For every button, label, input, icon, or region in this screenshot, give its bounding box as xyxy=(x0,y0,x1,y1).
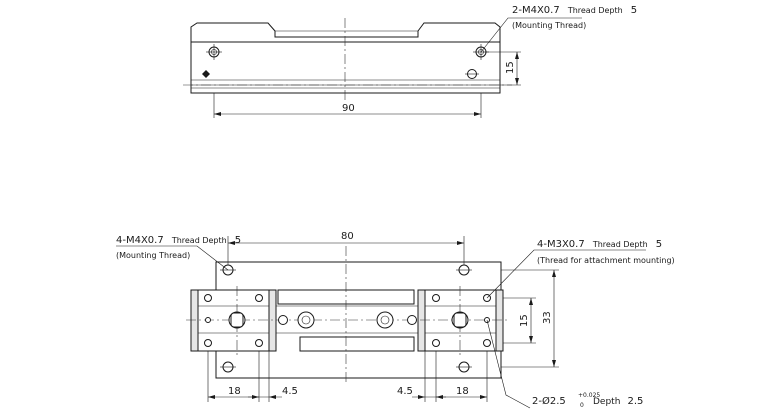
left-callout-depth-value: 5 xyxy=(235,235,241,246)
small-roller-right xyxy=(407,315,417,325)
right-carriage-hole-bl xyxy=(432,339,440,347)
left-carriage-pin-hole xyxy=(205,317,211,323)
pin-tol-lower: 0 xyxy=(580,402,584,409)
dim-33-arrow-bottom xyxy=(552,360,556,367)
dim-80-arrow-right xyxy=(457,241,464,245)
pin-callout-spec: 2-Ø2.5 xyxy=(532,395,566,407)
top-view-dim-15-text: 15 xyxy=(505,61,516,74)
bottom-dim-45-right-text: 4.5 xyxy=(397,386,413,397)
callout-depth-value: 5 xyxy=(631,5,637,16)
bottom-view-rollers xyxy=(228,311,469,329)
pin-callout-leader xyxy=(486,319,531,409)
dim-80-text: 80 xyxy=(341,231,354,242)
left-callout-thread-depth-label: Thread Depth xyxy=(171,236,227,245)
bottom-dim-45-left-text: 4.5 xyxy=(282,386,298,397)
top-view-dim-90-text: 90 xyxy=(342,103,355,114)
left-callout-line1: 4-M4X0.7 Thread Depth 5 xyxy=(116,228,241,247)
right-callout-thread-depth-label: Thread Depth xyxy=(592,240,648,249)
bottom-dim-18-right-arrow-r xyxy=(480,395,487,399)
top-view-callout-line1: 2-M4X0.7 Thread Depth 5 xyxy=(512,0,637,17)
top-view-dim-15-arrow-top xyxy=(515,52,519,59)
center-roller-right-inner xyxy=(380,315,390,325)
pin-callout-depth: Depth 2.5 xyxy=(593,389,643,408)
right-carriage-piston-slot xyxy=(453,312,467,328)
dim-33-arrow-top xyxy=(552,270,556,277)
top-view-diamond-marker xyxy=(202,70,210,78)
right-carriage-hole-tl xyxy=(432,294,440,302)
center-roller-right xyxy=(376,311,394,329)
pin-callout-depth-label: Depth xyxy=(593,397,620,407)
dim-15-text: 15 xyxy=(519,314,530,327)
right-callout-line2: (Thread for attachment mounting) xyxy=(537,256,675,265)
dim-33-text: 33 xyxy=(542,311,553,324)
left-carriage-hole-tr xyxy=(255,294,263,302)
center-roller-left-inner xyxy=(301,315,311,325)
dim-80-arrow-left xyxy=(228,241,235,245)
dim-15-arrow-bottom xyxy=(529,336,533,343)
bottom-view-rail-lower xyxy=(299,336,415,352)
top-view-callout-leader xyxy=(480,17,582,53)
top-view-dim-90-arrow-right xyxy=(474,112,481,116)
top-view-body xyxy=(190,41,501,94)
top-view-upper-profile xyxy=(190,22,501,42)
left-callout-spec: 4-M4X0.7 xyxy=(116,235,164,246)
right-carriage-hole-br xyxy=(483,339,491,347)
bottom-dim-18-right-arrow-l xyxy=(436,395,443,399)
top-view-dim-15-arrow-bottom xyxy=(515,78,519,85)
dim-15-arrow-top xyxy=(529,298,533,305)
center-roller-left xyxy=(297,311,315,329)
right-callout-spec: 4-M3X0.7 xyxy=(537,239,585,250)
pin-callout: 2-Ø2.5 xyxy=(532,395,566,407)
callout-spec: 2-M4X0.7 xyxy=(512,5,560,16)
left-carriage-hole-tl xyxy=(204,294,212,302)
right-callout-line1: 4-M3X0.7 Thread Depth 5 xyxy=(537,232,662,251)
bottom-view: 80 4-M4X0.7 Thread Depth 5 (Mounting Thr… xyxy=(116,228,675,409)
pin-tol-upper: +0.025 xyxy=(578,392,600,399)
bottom-view-m3-holes xyxy=(204,294,491,347)
right-callout-leader xyxy=(486,249,646,299)
pin-callout-depth-value: 2.5 xyxy=(628,396,644,407)
top-view: 2-M4X0.7 Thread Depth 5 (Mounting Thread… xyxy=(183,0,637,118)
top-view-dim-90-arrow-left xyxy=(214,112,221,116)
left-callout-leader xyxy=(116,245,229,271)
left-carriage-hole-br xyxy=(255,339,263,347)
bottom-dim-18-left-text: 18 xyxy=(228,386,241,397)
bottom-dim-18-left-arrow-l xyxy=(208,395,215,399)
bottom-dim-18-right-text: 18 xyxy=(456,386,469,397)
small-roller-left xyxy=(278,315,288,325)
left-carriage-hole-bl xyxy=(204,339,212,347)
bottom-view-m4-holes xyxy=(220,264,472,373)
bottom-dim-45-left-arrow xyxy=(269,395,276,399)
right-callout-depth-value: 5 xyxy=(656,239,662,250)
bottom-dim-45-right-arrow xyxy=(418,395,425,399)
left-carriage-piston-slot xyxy=(230,312,244,328)
callout-thread-depth-label: Thread Depth xyxy=(567,6,623,15)
left-callout-line2: (Mounting Thread) xyxy=(116,251,190,260)
top-view-callout-line2: (Mounting Thread) xyxy=(512,21,586,30)
